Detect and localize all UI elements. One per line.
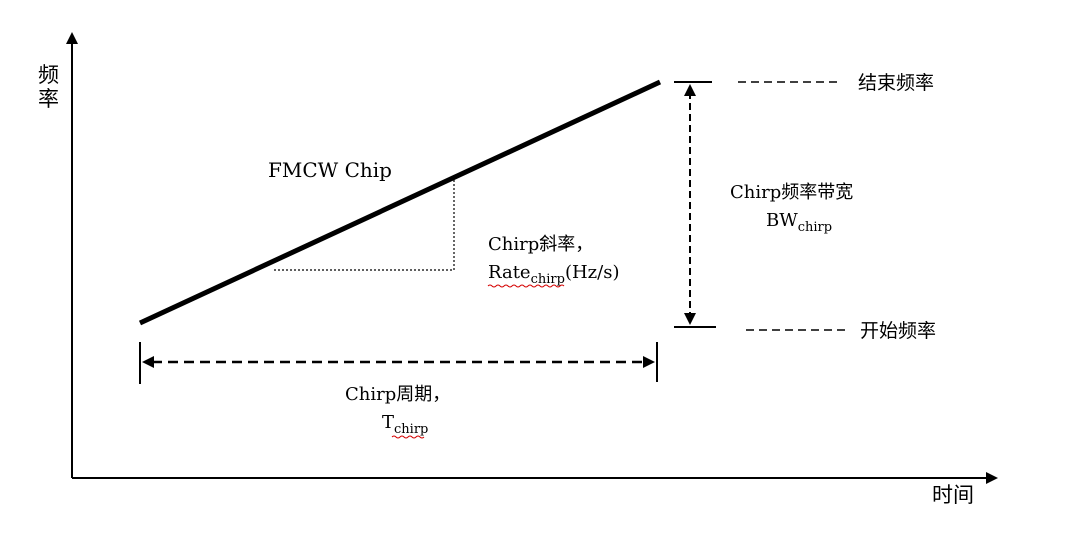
- bandwidth-bw-sub: chirp: [798, 220, 832, 235]
- x-axis-arrow-icon: [986, 472, 998, 484]
- bandwidth-bw-main: BW: [766, 210, 798, 231]
- bandwidth-arrow-bottom-icon: [684, 313, 696, 325]
- slope-rate-main: Rate: [488, 262, 531, 283]
- period-arrow-left-icon: [142, 356, 154, 368]
- spellcheck-underline-rate: [487, 284, 565, 288]
- period-t-label: Tchirp: [382, 412, 428, 437]
- slope-rate-unit: (Hz/s): [565, 262, 620, 283]
- y-axis-label-line2: 率: [38, 87, 59, 111]
- y-axis-label-line1: 频: [38, 63, 59, 87]
- period-t-main: T: [382, 412, 394, 433]
- y-axis-arrow-icon: [66, 32, 78, 44]
- period-label-line1: Chirp周期，: [345, 384, 450, 405]
- bandwidth-label-line1: Chirp频率带宽: [730, 182, 853, 203]
- chirp-ramp-line: [138, 79, 662, 326]
- end-freq-label: 结束频率: [858, 72, 934, 94]
- x-axis-label: 时间: [932, 483, 974, 507]
- slope-rate-sub: chirp: [531, 272, 565, 287]
- start-freq-label: 开始频率: [860, 320, 936, 342]
- period-t-sub: chirp: [394, 422, 428, 437]
- slope-rate-label: Ratechirp(Hz/s): [488, 262, 619, 287]
- bandwidth-bw-label: BWchirp: [766, 210, 832, 235]
- spellcheck-underline-period: [391, 435, 425, 439]
- period-arrow-right-icon: [643, 356, 655, 368]
- slope-label-line1: Chirp斜率，: [488, 234, 593, 255]
- bandwidth-arrow-top-icon: [684, 84, 696, 96]
- chirp-label: FMCW Chip: [268, 158, 392, 182]
